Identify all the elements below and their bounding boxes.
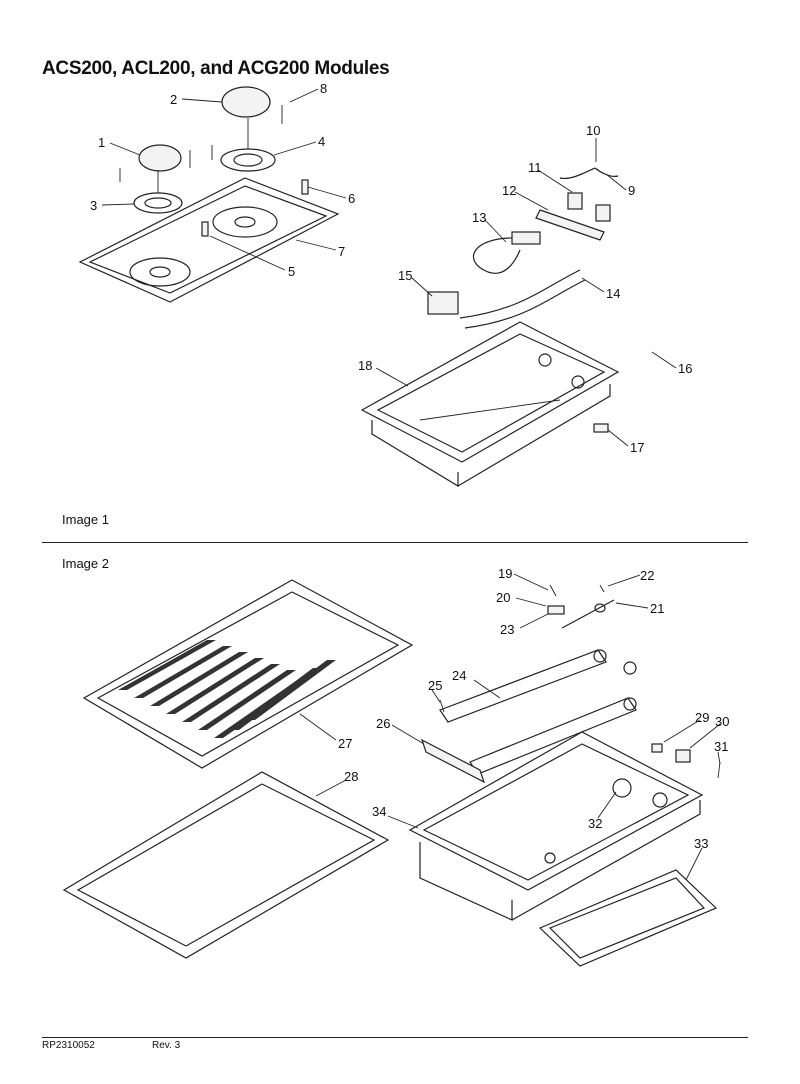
small-burner-cap	[138, 144, 182, 172]
callout-18: 18	[358, 358, 372, 373]
footer-rule	[42, 1037, 748, 1038]
callout-4: 4	[318, 134, 325, 149]
igniter-electrodes	[119, 105, 309, 237]
callout-3: 3	[90, 198, 97, 213]
callout-6: 6	[348, 191, 355, 206]
image-1-label: Image 1	[62, 512, 109, 527]
callout-23: 23	[500, 622, 514, 637]
callout-9: 9	[628, 183, 635, 198]
section-divider	[42, 542, 748, 543]
callout-32: 32	[588, 816, 602, 831]
igniter-parts	[547, 584, 615, 629]
grill-grate	[82, 579, 414, 769]
callout-2: 2	[170, 92, 177, 107]
callout-19: 19	[498, 566, 512, 581]
callout-1: 1	[98, 135, 105, 150]
callout-24: 24	[452, 668, 466, 683]
callout-27: 27	[338, 736, 352, 751]
callout-11: 11	[528, 160, 542, 175]
callout-5: 5	[288, 264, 295, 279]
burner-box	[360, 321, 620, 488]
callout-29: 29	[695, 710, 709, 725]
callout-7: 7	[338, 244, 345, 259]
callout-leaders	[101, 88, 721, 881]
access-panel	[538, 869, 718, 967]
callout-25: 25	[428, 678, 442, 693]
grill-burner-box	[408, 731, 704, 921]
callout-16: 16	[678, 361, 692, 376]
grill-grate-bars	[118, 640, 336, 738]
callout-21: 21	[650, 601, 664, 616]
small-burner-head	[133, 170, 183, 214]
callout-14: 14	[606, 286, 620, 301]
mounting-hardware	[439, 699, 721, 779]
callout-12: 12	[502, 183, 516, 198]
callout-20: 20	[496, 590, 510, 605]
callout-13: 13	[472, 210, 486, 225]
callout-28: 28	[344, 769, 358, 784]
image-2-label: Image 2	[62, 556, 109, 571]
callout-17: 17	[630, 440, 644, 455]
callout-26: 26	[376, 716, 390, 731]
page-title: ACS200, ACL200, and ACG200 Modules	[42, 58, 390, 79]
large-burner-cap	[221, 86, 271, 118]
grill-burner-tubes	[420, 649, 637, 784]
callout-numbers: 1 2 3 4 5 6 7 8 9 10 11 12 13 14 15 16 1…	[90, 81, 729, 851]
large-burner-head	[220, 118, 276, 172]
callout-15: 15	[398, 268, 412, 283]
drip-tray	[62, 771, 390, 959]
callout-33: 33	[694, 836, 708, 851]
callout-10: 10	[586, 123, 600, 138]
cooktop-tray	[78, 177, 340, 303]
callout-8: 8	[320, 81, 327, 96]
gas-manifold-assembly	[427, 167, 619, 329]
callout-30: 30	[715, 714, 729, 729]
callout-31: 31	[714, 739, 728, 754]
footer-doc-number: RP2310052	[42, 1040, 95, 1051]
footer-revision: Rev. 3	[152, 1040, 181, 1051]
callout-34: 34	[372, 804, 386, 819]
callout-22: 22	[640, 568, 654, 583]
